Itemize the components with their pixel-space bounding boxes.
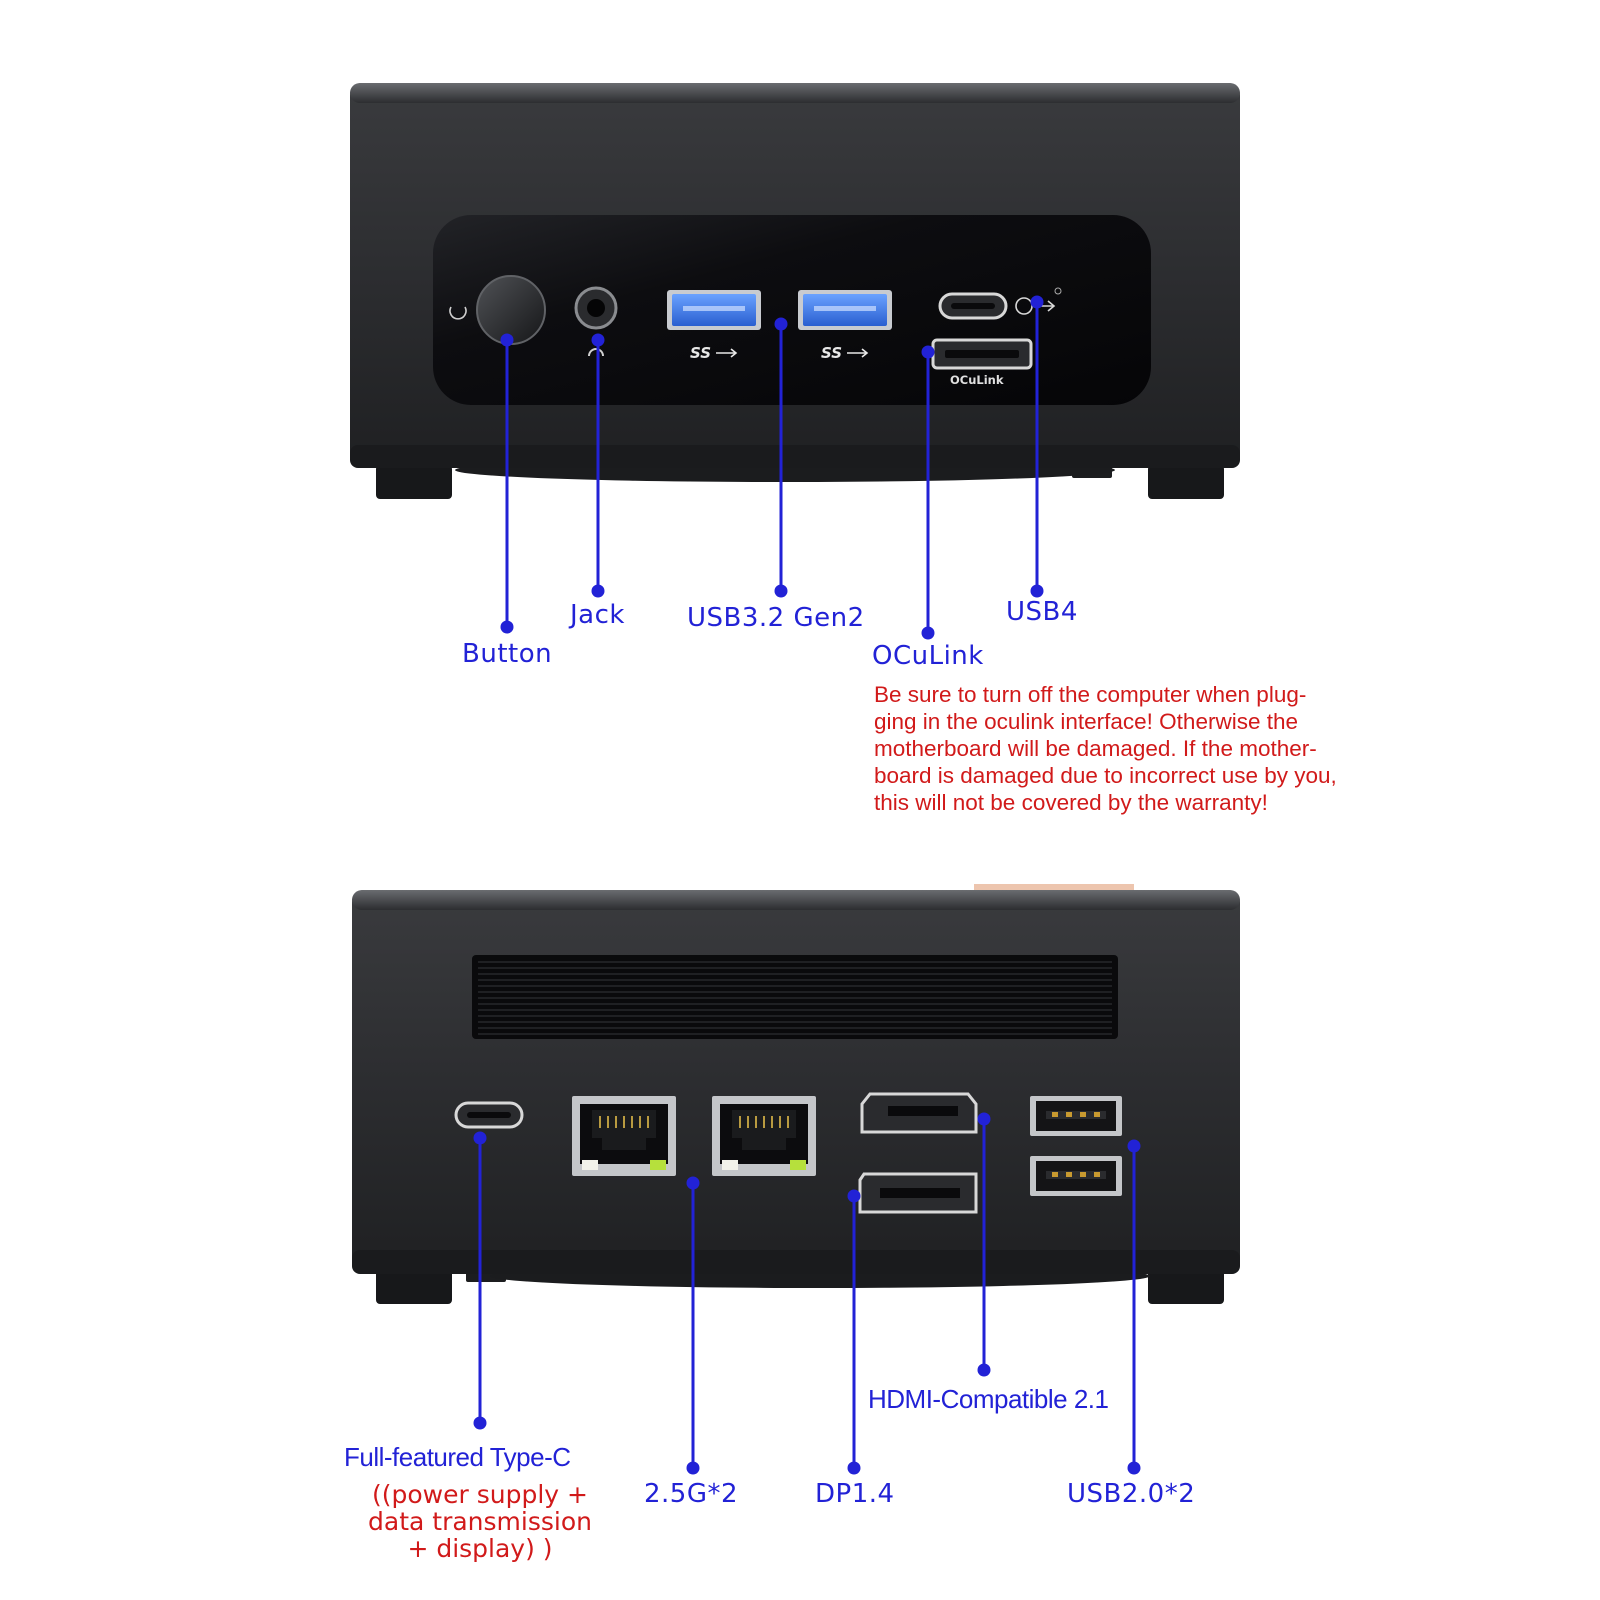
callout-jack <box>591 333 605 598</box>
rear-chassis <box>352 890 1240 1274</box>
label-oculink: OCuLink <box>872 641 984 671</box>
oculink-port[interactable]: OCuLink <box>931 338 1033 387</box>
label-usb2: USB2.0*2 <box>1067 1479 1196 1509</box>
oculink-warning: Be sure to turn off the computer when pl… <box>874 681 1434 816</box>
label-hdmi: HDMI-Compatible 2.1 <box>868 1384 1109 1414</box>
label-usb32: USB3.2 Gen2 <box>687 603 865 633</box>
usb-ss-mark: SS <box>690 344 711 362</box>
rear-foot-right <box>1148 1270 1224 1304</box>
usb-icon <box>847 348 869 358</box>
headphone-icon <box>588 348 604 357</box>
rear-typec-port[interactable] <box>454 1101 524 1129</box>
callout-lines <box>473 295 1141 1475</box>
callout-dp <box>847 1189 861 1475</box>
lan-port-2[interactable] <box>712 1096 816 1176</box>
warning-line: motherboard will be damaged. If the moth… <box>874 736 1317 761</box>
callout-button <box>500 333 514 634</box>
power-icon <box>449 306 467 320</box>
label-button: Button <box>462 639 553 669</box>
usb-ss-mark: SS <box>821 344 842 362</box>
front-device: SS SS OCuLink <box>350 83 1240 499</box>
rear-foot-left <box>376 1270 452 1304</box>
callout-typec <box>473 1131 487 1430</box>
usb-icon <box>716 348 738 358</box>
usb4-port[interactable] <box>938 287 1062 320</box>
callout-lan <box>686 1176 700 1475</box>
label-typec: Full-featured Type-C <box>344 1442 571 1472</box>
callout-oculink <box>921 345 935 640</box>
callout-usb4 <box>1030 295 1044 598</box>
warning-line: this will not be covered by the warranty… <box>874 790 1268 815</box>
displayport-port[interactable] <box>858 1172 978 1214</box>
typec-note-line: ((power supply + <box>372 1480 588 1509</box>
label-lan: 2.5G*2 <box>644 1479 739 1509</box>
callout-usb2 <box>1127 1139 1141 1475</box>
power-button[interactable] <box>449 275 546 345</box>
rear-device <box>352 884 1240 1304</box>
callout-usb32 <box>774 317 788 598</box>
usb3-port-1[interactable]: SS <box>667 290 761 362</box>
usb2-port-1[interactable] <box>1030 1096 1122 1136</box>
callout-hdmi <box>977 1112 991 1377</box>
warning-line: Be sure to turn off the computer when pl… <box>874 682 1307 707</box>
typec-note-line: data transmission <box>368 1507 592 1536</box>
hdmi-port[interactable] <box>860 1092 978 1134</box>
warning-line: board is damaged due to incorrect use by… <box>874 763 1337 788</box>
usb2-port-2[interactable] <box>1030 1156 1122 1196</box>
label-usb4: USB4 <box>1006 597 1078 627</box>
oculink-mark: OCuLink <box>950 373 1004 387</box>
label-jack: Jack <box>570 600 625 630</box>
usb3-port-2[interactable]: SS <box>798 290 892 362</box>
typec-note: ((power supply + data transmission + dis… <box>345 1481 615 1562</box>
audio-jack[interactable] <box>574 286 618 357</box>
front-foot-left <box>376 465 452 499</box>
lan-port-1[interactable] <box>572 1096 676 1176</box>
label-dp: DP1.4 <box>815 1479 895 1509</box>
front-foot-right <box>1148 465 1224 499</box>
typec-note-line: + display) ) <box>407 1534 553 1563</box>
warning-line: ging in the oculink interface! Otherwise… <box>874 709 1298 734</box>
